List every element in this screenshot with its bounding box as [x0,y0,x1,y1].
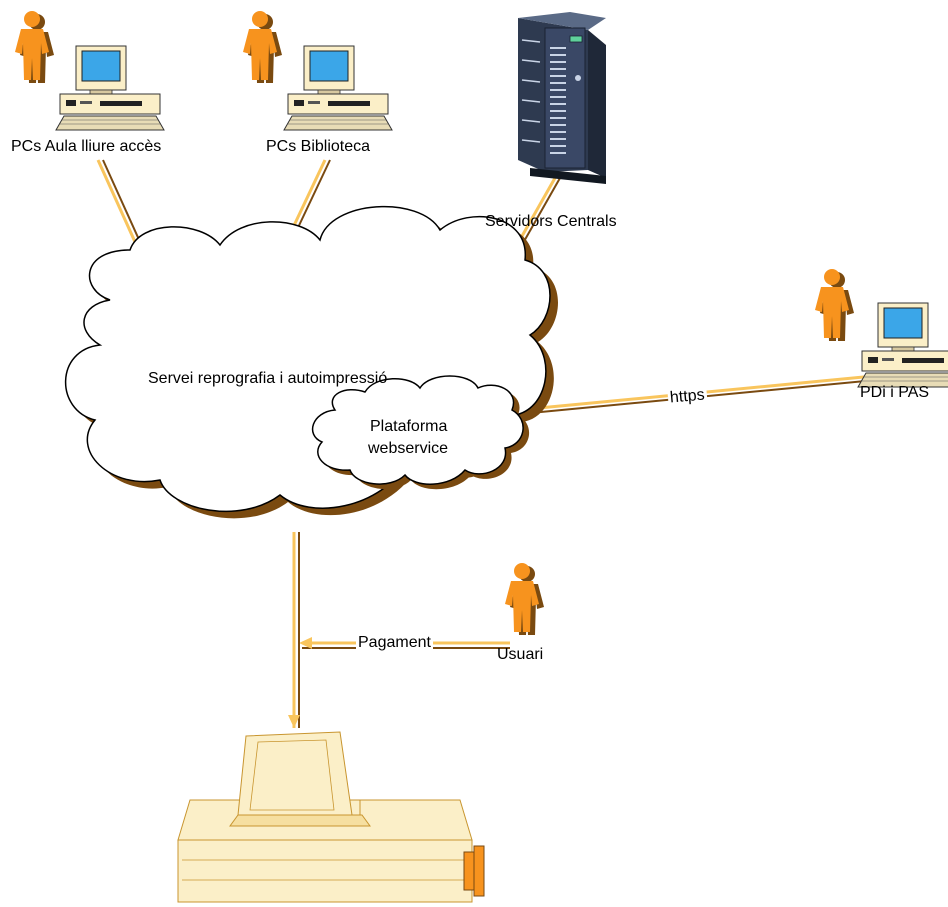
label-pdi-pas: PDi i PAS [860,384,930,401]
label-servidors-centrals: Servidors Centrals [485,213,617,230]
label-pcs-aula: PCs Aula lliure accès [11,138,162,155]
label-platform-line2: webservice [368,440,449,457]
label-usuari: Usuari [497,646,544,663]
label-platform-line1: Plataforma [370,418,448,435]
edge-cloud-to-printer [288,532,300,728]
server-icon [518,12,606,184]
label-cloud-main: Servei reprografia i autoimpressió [148,370,388,387]
person-icon [243,11,282,83]
person-icon [815,269,854,341]
person-icon [505,563,544,635]
printer-icon [177,731,485,903]
label-edge-pagament: Pagament [356,634,433,652]
computer-icon [55,45,165,131]
computer-icon [283,45,393,131]
person-icon [15,11,54,83]
computer-icon [857,302,948,388]
label-edge-https: https [667,386,708,408]
cloud-platform [311,375,530,490]
label-pcs-biblioteca: PCs Biblioteca [266,138,371,155]
